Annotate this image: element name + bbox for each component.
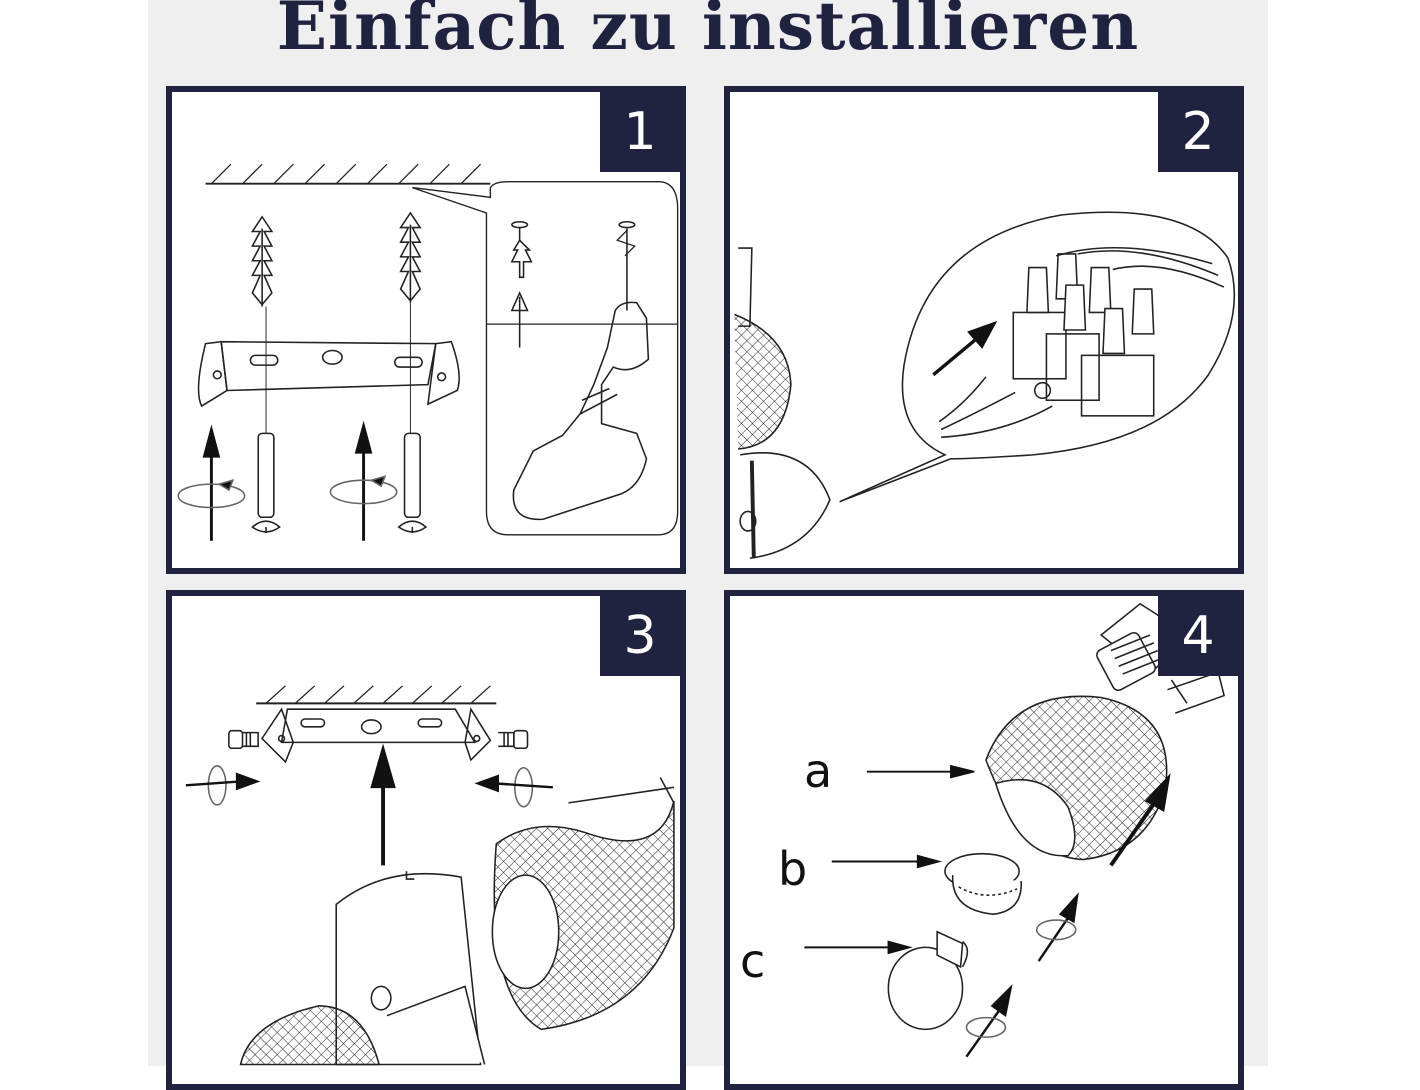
arrow-icon [804, 764, 1171, 1058]
step-3-panel: 3 [166, 590, 686, 1090]
ceiling-hatch [210, 163, 482, 185]
arrow-icon [932, 320, 998, 377]
page-title: Einfach zu installieren [276, 0, 1140, 65]
screw-icon [251, 432, 281, 533]
terminal-block-icon [1012, 247, 1225, 417]
screw-icon [228, 729, 529, 750]
mounting-bracket-icon [261, 707, 492, 764]
rotate-icon [965, 919, 1077, 1038]
step-2-panel: 2 [724, 86, 1244, 574]
wall-plug-icon [399, 211, 422, 303]
lamp-shade-icon [985, 695, 1168, 861]
shade-ring-icon [944, 852, 1022, 915]
mounting-bracket-icon [197, 340, 460, 408]
lamp-shade-icon [239, 1005, 381, 1066]
step-3-illustration [185, 685, 675, 1066]
step-1-panel: 1 [166, 86, 686, 574]
wall-plug-icon [250, 215, 274, 307]
screw-icon [397, 432, 428, 533]
drilling-detail-icon [510, 220, 650, 521]
step-number-badge: 3 [600, 596, 680, 676]
lamp-fixture-icon [734, 247, 831, 560]
rotate-icon [207, 765, 534, 808]
step-number-badge: 1 [600, 92, 680, 172]
part-label-b: b [778, 842, 808, 896]
detail-callout [412, 181, 679, 536]
arrow-icon [185, 743, 553, 866]
light-bulb-icon [887, 930, 969, 1031]
rotate-icon [177, 475, 398, 509]
step-2-illustration [734, 211, 1236, 560]
step-1-illustration [177, 163, 679, 541]
step-4-panel: 4 a b c [724, 590, 1244, 1090]
arrow-up-icon [202, 420, 373, 541]
part-label-a: a [804, 744, 833, 798]
lamp-shade-icon [491, 777, 675, 1031]
part-label-c: c [740, 934, 766, 988]
step-number-badge: 2 [1158, 92, 1238, 172]
ceiling-hatch [265, 685, 491, 704]
wiring-detail-callout [839, 211, 1236, 503]
wires-icon [938, 376, 1053, 439]
step-number-badge: 4 [1158, 596, 1238, 676]
